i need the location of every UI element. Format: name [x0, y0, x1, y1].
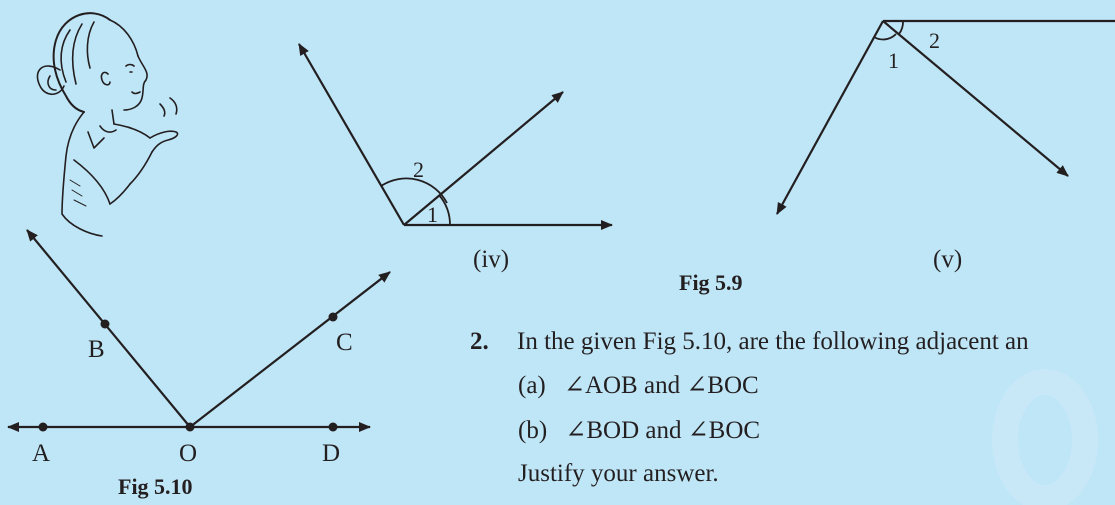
- option-b: (b) ∠BOD and ∠BOC: [518, 418, 760, 443]
- fig-v-angle-2: 2: [929, 28, 940, 53]
- fig-5-9-title: Fig 5.9: [679, 270, 743, 295]
- fig-v-arc-1: [873, 33, 897, 41]
- point-o: [185, 422, 195, 432]
- question-text: In the given Fig 5.10, are the following…: [517, 328, 1029, 355]
- option-a: (a) ∠AOB and ∠BOC: [518, 373, 759, 398]
- question-footer: Justify your answer.: [518, 460, 719, 487]
- ray-ob: [26, 229, 191, 428]
- label-b: B: [88, 336, 105, 363]
- question-number: 2.: [470, 328, 489, 355]
- fig-iv-ray-middle: [403, 91, 564, 226]
- label-o: O: [179, 440, 197, 467]
- fig-v-arc-2: [898, 20, 904, 35]
- fig-iv-ray-up: [298, 43, 405, 226]
- point-d: [328, 422, 338, 432]
- fig-v-caption: (v): [933, 246, 963, 273]
- fig-iv-angle-1: 1: [427, 202, 438, 227]
- fig-iv-arc-1: [438, 194, 451, 226]
- option-a-text: ∠AOB and ∠BOC: [564, 372, 759, 399]
- point-a: [38, 422, 48, 432]
- label-a: A: [32, 440, 50, 467]
- figure-iv: 1 2: [298, 43, 613, 230]
- fig-iv-caption: (iv): [473, 246, 510, 273]
- watermark: [992, 369, 1098, 505]
- fig-v-ray-left: [776, 20, 884, 215]
- option-b-text: ∠BOD and ∠BOC: [565, 417, 761, 444]
- girl-pointing-icon: [36, 12, 179, 237]
- fig-iv-arc-2: [380, 177, 448, 204]
- fig-v-angle-1: 1: [888, 48, 899, 73]
- point-b: [100, 319, 110, 329]
- label-d: D: [322, 440, 340, 467]
- option-b-label: (b): [518, 417, 548, 444]
- option-a-label: (a): [518, 372, 546, 399]
- point-c: [328, 312, 338, 322]
- label-c: C: [336, 329, 353, 356]
- ray-oc: [189, 271, 391, 428]
- figure-5-10: A B O C D: [7, 229, 391, 467]
- figure-v: 1 2: [776, 19, 1115, 215]
- fig-5-10-title: Fig 5.10: [118, 474, 193, 499]
- fig-iv-angle-2: 2: [413, 157, 424, 182]
- fig-v-ray-down: [882, 20, 1069, 177]
